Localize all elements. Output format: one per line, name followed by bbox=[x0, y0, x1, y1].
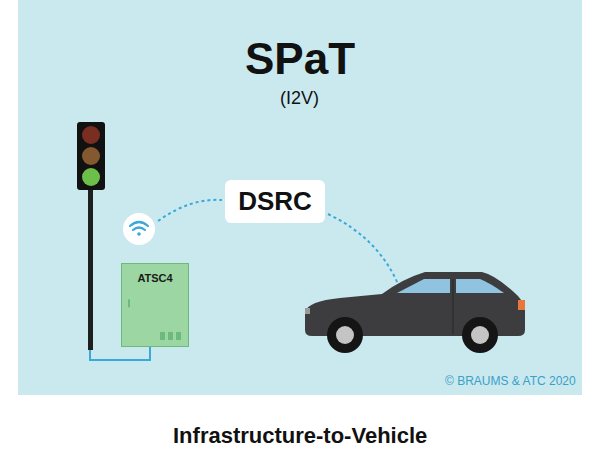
radio-link-right bbox=[328, 214, 398, 284]
protocol-box: DSRC bbox=[225, 180, 325, 223]
caption: Infrastructure-to-Vehicle bbox=[173, 423, 427, 449]
radio-link-left bbox=[158, 200, 222, 221]
copyright-note: © BRAUMS & ATC 2020 bbox=[445, 374, 576, 388]
cabinet-label: ATSC4 bbox=[122, 272, 188, 284]
wifi-icon bbox=[130, 222, 148, 230]
subtitle: (I2V) bbox=[280, 88, 319, 109]
green-lamp bbox=[82, 168, 100, 186]
signal-wire bbox=[90, 347, 150, 360]
amber-lamp bbox=[82, 147, 100, 165]
box-label: DSRC bbox=[238, 186, 312, 217]
signal-head bbox=[77, 122, 105, 190]
controller-cabinet: ATSC4 bbox=[121, 263, 189, 347]
signal-pole bbox=[88, 188, 93, 350]
wifi-badge bbox=[123, 213, 155, 245]
wifi-dot bbox=[137, 232, 141, 236]
title: SPaT bbox=[245, 34, 355, 84]
red-lamp bbox=[82, 126, 100, 144]
car bbox=[305, 272, 525, 353]
